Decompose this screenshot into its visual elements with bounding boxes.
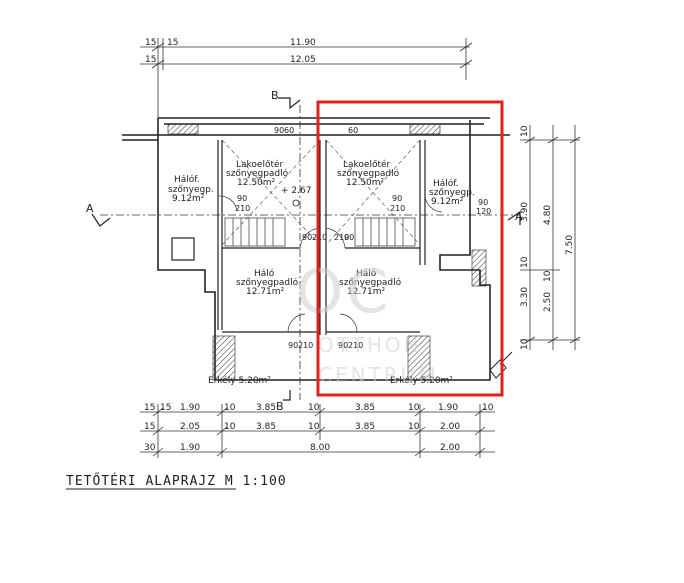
right-dimension-lines xyxy=(520,125,581,350)
room-bed-small-right-area: 9.12m² xyxy=(431,197,464,207)
bottom-row1-7: 10 xyxy=(408,403,420,413)
room-living-right-name: Lakoelőtér xyxy=(343,159,391,170)
room-bed-small-left-name: Hálóf. xyxy=(174,174,200,185)
stair-left xyxy=(224,217,286,247)
door-90-i: 90 xyxy=(338,341,348,350)
door-90-d: 90 xyxy=(274,126,284,135)
bottom-row1-2: 1.90 xyxy=(180,403,200,413)
bottom-row2-6: 10 xyxy=(408,422,420,432)
balcony-right-label: Erkély 5.20m² xyxy=(390,375,453,386)
top-dim-outer-left-2: 15 xyxy=(145,55,156,65)
door-210-b: 210 xyxy=(390,204,405,213)
door-210-a: 210 xyxy=(235,204,250,213)
door-210-i: 210 xyxy=(348,341,363,350)
door-90-f: 90 xyxy=(302,233,312,242)
top-dim-overall-outer: 12.05 xyxy=(290,55,316,65)
watermark-line2: CENTRUM xyxy=(318,363,439,387)
bottom-row3-1: 1.90 xyxy=(180,443,200,453)
right-dim-c1-1: 3.90 xyxy=(520,202,530,222)
bottom-row3-0: 30 xyxy=(144,443,156,453)
watermark-line1: OTTHON xyxy=(318,333,422,357)
room-living-left-area: 12.50m² xyxy=(237,178,276,188)
level-point-icon xyxy=(292,199,300,207)
balcony-left-label: Erkély 5.20m² xyxy=(208,375,271,386)
bottom-row1-8: 1.90 xyxy=(438,403,458,413)
right-dim-c3-0: 7.50 xyxy=(565,235,575,255)
right-dim-c2-1: 10 xyxy=(543,270,553,282)
room-living-right-floor: szőnyegpadló xyxy=(337,168,400,179)
bottom-row1-9: 10 xyxy=(482,403,494,413)
room-bed-small-left-area: 9.12m² xyxy=(172,194,205,204)
section-cut-lines xyxy=(100,105,520,400)
door-210-f: 210 xyxy=(312,233,327,242)
stair-right xyxy=(354,217,416,247)
room-living-left-floor: szőnyegpadló xyxy=(226,168,289,179)
room-bed-right-name: Háló xyxy=(356,268,377,279)
door-210-g: 210 xyxy=(334,233,349,242)
door-90-h: 90 xyxy=(288,341,298,350)
door-90-g: 90 xyxy=(344,233,354,242)
right-dim-c1-3: 3.30 xyxy=(520,287,530,307)
room-bed-left-floor: szőnyegpadló xyxy=(236,277,299,288)
interior-walls xyxy=(171,140,426,335)
bottom-row2-4: 10 xyxy=(308,422,320,432)
bottom-dimension-lines xyxy=(140,404,495,458)
bottom-row1-0: 15 xyxy=(144,403,155,413)
bottom-row2-0: 15 xyxy=(144,422,155,432)
bottom-row1-6: 3.85 xyxy=(355,403,375,413)
bottom-row2-5: 3.85 xyxy=(355,422,375,432)
bottom-row1-3: 10 xyxy=(224,403,236,413)
top-dim-inner-left: 15 xyxy=(167,38,178,48)
section-b-bottom-label: B xyxy=(276,400,284,413)
room-bed-left-area: 12.71m² xyxy=(246,287,285,297)
top-dim-outer-left: 15 xyxy=(145,38,156,48)
section-a-right-label: A xyxy=(515,210,523,223)
bottom-row2-2: 10 xyxy=(224,422,236,432)
right-dim-c2-2: 2.50 xyxy=(543,292,553,312)
door-swings xyxy=(217,195,443,333)
door-60-e: 60 xyxy=(348,126,358,135)
outer-walls xyxy=(122,117,510,381)
door-90-b: 90 xyxy=(392,194,402,203)
room-bed-small-right-floor: szőnyegp. xyxy=(429,188,475,198)
bottom-row2-1: 2.05 xyxy=(180,422,200,432)
section-a-left-label: A xyxy=(86,202,94,215)
room-bed-right-floor: szőnyegpadló xyxy=(339,277,402,288)
bottom-row1-1: 15 xyxy=(160,403,171,413)
top-dimension-lines xyxy=(140,38,473,125)
level-marker: + 2.67 xyxy=(281,186,311,196)
room-living-right-area: 12.50m² xyxy=(346,178,385,188)
bottom-row1-4: 3.85 xyxy=(256,403,276,413)
right-dim-c2-0: 4.80 xyxy=(543,205,553,225)
drawing-title: TETŐTÉRI ALAPRAJZ M 1:100 xyxy=(66,473,287,489)
door-210-h: 210 xyxy=(298,341,313,350)
right-dim-c1-0: 10 xyxy=(520,125,530,137)
bottom-row1-5: 10 xyxy=(308,403,320,413)
bottom-row3-2: 8.00 xyxy=(310,443,330,453)
door-120-c: 120 xyxy=(476,207,491,216)
watermark: OC OTTHON CENTRUM xyxy=(296,257,439,387)
right-dim-c1-2: 10 xyxy=(520,256,530,268)
door-90-a: 90 xyxy=(237,194,247,203)
section-markers xyxy=(91,97,521,401)
watermark-logo: OC xyxy=(296,257,391,327)
right-dim-c1-4: 10 xyxy=(520,338,530,350)
room-bed-small-right-name: Hálóf. xyxy=(433,178,459,189)
door-60-d: 60 xyxy=(284,126,294,135)
room-living-left-name: Lakoelőtér xyxy=(236,159,284,170)
roof-diagonals xyxy=(221,139,421,246)
door-90-c: 90 xyxy=(478,198,488,207)
top-dim-overall-inner: 11.90 xyxy=(290,38,316,48)
bottom-row2-7: 2.00 xyxy=(440,422,460,432)
bottom-row3-3: 2.00 xyxy=(440,443,460,453)
section-b-top-label: B xyxy=(271,89,279,102)
hatched-walls xyxy=(167,123,487,381)
unit-highlight-frame xyxy=(316,100,504,397)
room-bed-right-area: 12.71m² xyxy=(347,287,386,297)
room-bed-small-left-floor: szőnyegp. xyxy=(168,185,214,195)
bottom-row2-3: 3.85 xyxy=(256,422,276,432)
room-bed-left-name: Háló xyxy=(254,268,275,279)
